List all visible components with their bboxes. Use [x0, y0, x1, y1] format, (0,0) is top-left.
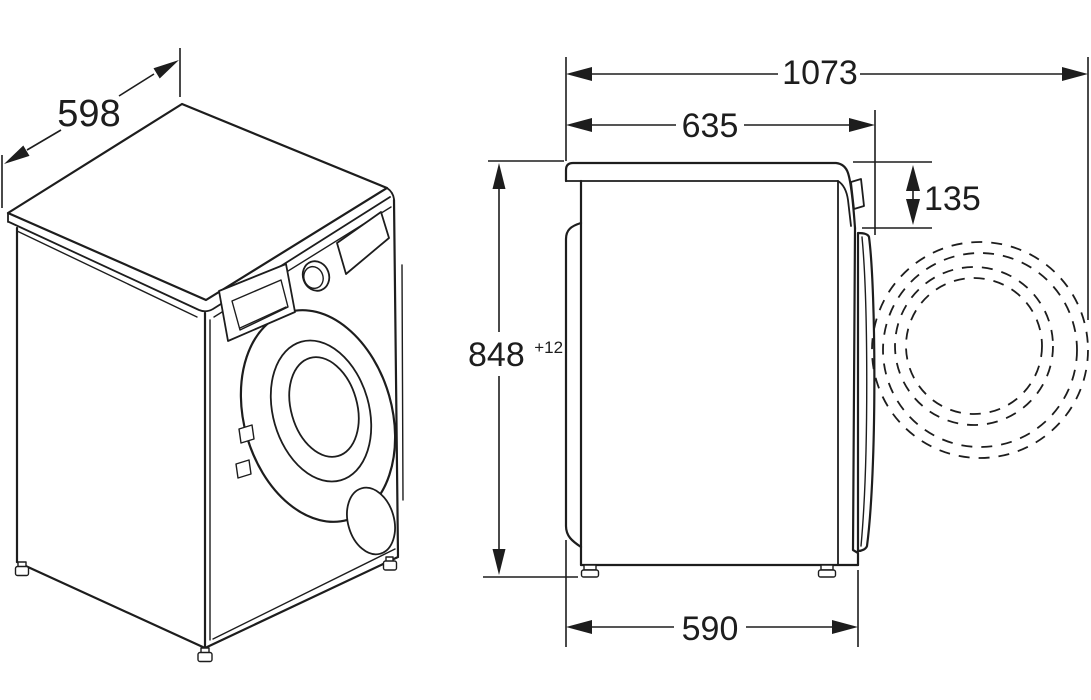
dim-598-arrow-left [4, 145, 30, 164]
dim-135-label: 135 [924, 180, 981, 218]
bottom-edge-front [203, 555, 400, 650]
door-hinge-upper [238, 424, 255, 444]
detergent-drawer-recess [239, 306, 287, 329]
door-swing-outer-1 [871, 241, 1089, 459]
side-view: 1073 635 135 [468, 54, 1089, 648]
dim-1073-label: 1073 [782, 54, 858, 92]
dim-848-tolerance: +12 [534, 338, 563, 357]
dim-135-arrow-down [906, 199, 920, 225]
pump-access-door [346, 486, 396, 556]
door-profile-inner [860, 236, 868, 547]
dim-848-arrow-down [492, 549, 506, 575]
dim-635-label: 635 [682, 107, 739, 145]
back-bulge [564, 221, 583, 549]
dim-135: 135 [853, 161, 981, 229]
dim-848-arrow-up [492, 163, 506, 189]
foot-back-left [14, 561, 30, 577]
dim-635-arrow-left [566, 118, 592, 132]
dim-635-arrow-right [849, 118, 875, 132]
dim-1073-arrow-left [566, 67, 592, 81]
program-knob-inner [303, 265, 324, 290]
edge-right [392, 198, 400, 558]
dim-590: 590 [565, 540, 859, 648]
worktop-profile [564, 161, 857, 230]
door-swing-circles [871, 241, 1089, 459]
drawer-handle-profile [850, 178, 865, 210]
dim-width-598: 598 [1, 48, 181, 208]
door-glass [288, 356, 360, 458]
door-hinge-lower [235, 459, 252, 479]
isometric-view: 598 [1, 48, 404, 663]
dim-848-label: 848 +12 [468, 336, 563, 374]
dim-135-arrow-up [906, 165, 920, 191]
body-front-outer [851, 226, 860, 567]
door-swing-outer-2 [882, 252, 1078, 448]
worktop-front-band [8, 196, 391, 313]
dim-598-line-b [118, 73, 155, 97]
dim-598-arrow-right [153, 60, 179, 79]
plinth-line [212, 548, 396, 640]
dim-848: 848 +12 [468, 160, 578, 578]
edge-right-round [401, 264, 404, 501]
door-swing-inner-2 [905, 277, 1043, 415]
detergent-drawer-inner [231, 279, 289, 331]
dim-590-arrow-right [832, 620, 858, 634]
dim-635: 635 [566, 107, 876, 235]
fascia-inner [837, 180, 852, 227]
dim-848-value: 848 [468, 336, 525, 374]
worktop-corner-right [386, 187, 395, 200]
dim-598-line-a [26, 129, 62, 151]
foot-right [382, 556, 398, 571]
dim-590-label: 590 [682, 610, 739, 648]
side-foot-left [580, 564, 600, 578]
display-panel [336, 211, 390, 275]
side-foot-right [817, 564, 837, 578]
foot-front [197, 647, 213, 663]
dim-1073: 1073 [565, 54, 1089, 320]
dim-598-label: 598 [57, 93, 120, 135]
dim-1073-arrow-right [1062, 67, 1088, 81]
door-swing-inner-1 [894, 266, 1054, 426]
body-top-edge-left [16, 230, 198, 318]
bottom-edge-left [15, 560, 207, 650]
dim-590-arrow-left [566, 620, 592, 634]
